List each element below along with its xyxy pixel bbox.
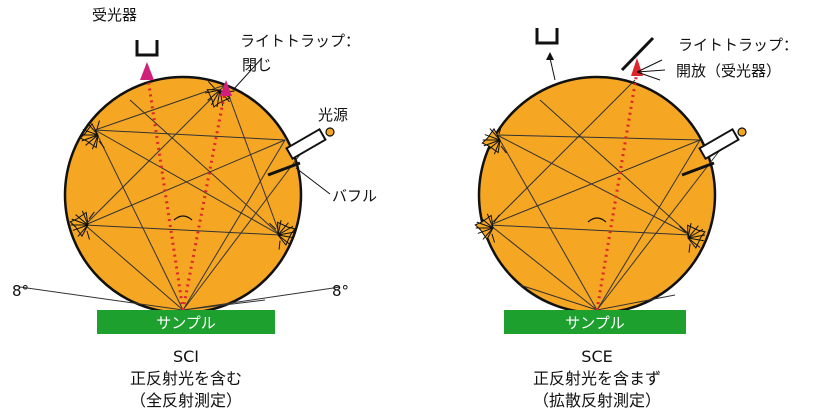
sce-baffle: [681, 161, 715, 177]
sci-light-source-icon: [285, 127, 335, 161]
sce-angle-mark: [587, 217, 607, 223]
sce-light-source-icon: [698, 127, 747, 161]
sci-receiver-label: 受光器: [92, 6, 137, 24]
sci-angle-mark: [173, 215, 193, 221]
sci-angle-right-label: 8°: [332, 282, 349, 300]
sci-trap-leader: [232, 57, 263, 91]
sci-reflection-lines: [19, 84, 341, 311]
sci-light-trap-label: ライトトラップ：: [240, 32, 360, 50]
sci-sample-label: サンプル: [156, 314, 216, 332]
sci-specular-rays: [145, 71, 228, 311]
sce-light-trap-label: ライトトラップ：: [678, 36, 798, 54]
sce-sample: [504, 310, 686, 334]
sci-ray-arrow: [140, 62, 154, 80]
sce-receiver-arrow: [546, 52, 554, 60]
sci-mode-title: SCI: [173, 347, 199, 366]
sci-sample: [97, 310, 275, 334]
sce-mode-desc2: （拡散反射測定）: [533, 391, 661, 410]
sci-baffle-label: バフル: [332, 187, 377, 205]
sci-diagram: 受光器 ライトトラップ： 閉じ 光源 バフル 8° 8° サンプル SCI 正反…: [12, 6, 377, 410]
sci-angle-left-label: 8°: [12, 282, 29, 300]
sce-receiver-ray: [549, 57, 556, 81]
sci-light-trap-state: 閉じ: [242, 56, 272, 74]
sci-baffle: [267, 161, 301, 177]
sce-receiver-icon: [535, 28, 559, 45]
sce-specular-ray: [595, 71, 639, 311]
sce-mode-desc: 正反射光を含まず: [533, 369, 661, 388]
sce-mode-title: SCE: [581, 347, 612, 366]
sce-scatter-arrows: [636, 59, 666, 81]
sci-light-source-label: 光源: [318, 106, 348, 124]
sci-receiver-icon: [135, 40, 159, 57]
sce-sphere: [477, 75, 717, 315]
sce-diagram: ライトトラップ： 開放（受光器） サンプル SCE 正反射光を含まず （拡散反射…: [472, 28, 798, 410]
sce-sample-label: サンプル: [565, 314, 625, 332]
sci-mode-desc: 正反射光を含む: [130, 369, 242, 388]
sce-light-trap-state: 開放（受光器）: [676, 62, 781, 80]
sce-reflection-lines: [489, 79, 721, 311]
sce-light-trap-flap: [620, 36, 655, 72]
sci-baffle-leader: [295, 167, 331, 195]
sci-mode-desc2: （全反射測定）: [130, 391, 242, 410]
sci-ray-arrow: [220, 80, 232, 96]
